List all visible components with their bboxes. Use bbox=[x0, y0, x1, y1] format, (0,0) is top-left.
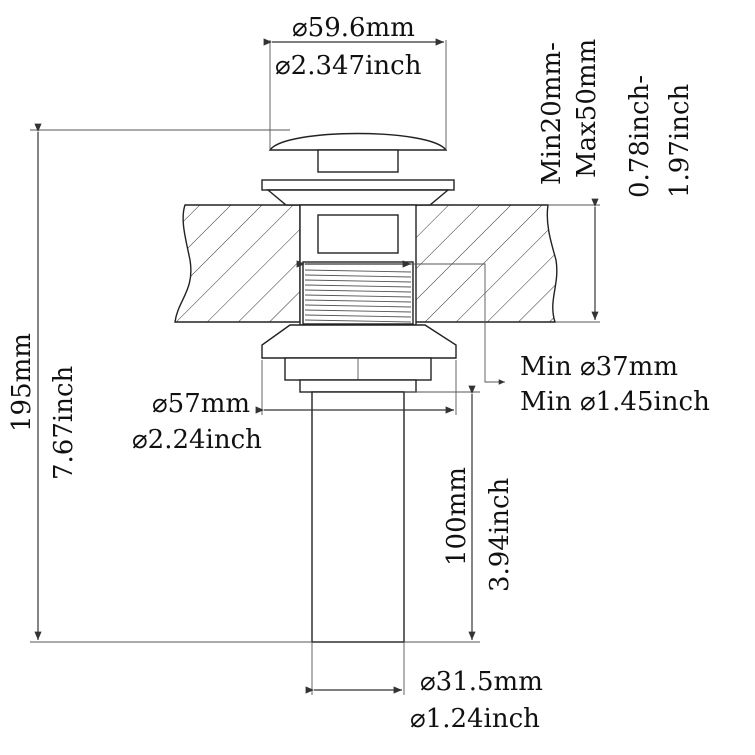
drain-body bbox=[299, 204, 417, 326]
total-height-mm: 195mm bbox=[7, 333, 37, 432]
thickness-max-mm: Max50mm bbox=[572, 39, 602, 178]
thread-line bbox=[304, 309, 412, 313]
tail-length-inch: 3.94inch bbox=[485, 477, 515, 592]
thread-min-mm: Min ⌀37mm bbox=[520, 352, 678, 382]
thread-line bbox=[304, 269, 412, 273]
thickness-max-inch: 1.97inch bbox=[665, 83, 695, 198]
thickness-min-mm: Min20mm- bbox=[537, 42, 567, 185]
cap-diameter-mm: ⌀59.6mm bbox=[292, 13, 415, 43]
flange-diameter-inch: ⌀2.24inch bbox=[132, 425, 262, 455]
tail-diameter-inch: ⌀1.24inch bbox=[410, 704, 540, 734]
thread-line bbox=[304, 279, 412, 283]
lower-flange bbox=[261, 324, 457, 393]
thread-line bbox=[304, 314, 412, 318]
thread-line bbox=[304, 284, 412, 288]
thread-min-inch: Min ⌀1.45inch bbox=[520, 387, 710, 417]
dimension-lines bbox=[30, 38, 600, 695]
thread-line bbox=[304, 294, 412, 298]
tail-length-mm: 100mm bbox=[442, 467, 472, 566]
flange-diameter-mm: ⌀57mm bbox=[152, 389, 250, 419]
thread-line bbox=[304, 304, 412, 308]
cap-diameter-inch: ⌀2.347inch bbox=[275, 51, 422, 81]
countertop-slab bbox=[174, 204, 558, 323]
tail-diameter-mm: ⌀31.5mm bbox=[420, 667, 543, 697]
total-height-inch: 7.67inch bbox=[49, 365, 79, 480]
popup-cap bbox=[261, 132, 455, 206]
thread-line bbox=[304, 274, 412, 278]
thread-line bbox=[304, 289, 412, 293]
thread-line bbox=[304, 319, 412, 323]
thickness-min-inch: 0.78inch- bbox=[625, 75, 655, 198]
thread-line bbox=[304, 299, 412, 303]
tail-pipe bbox=[311, 391, 405, 643]
